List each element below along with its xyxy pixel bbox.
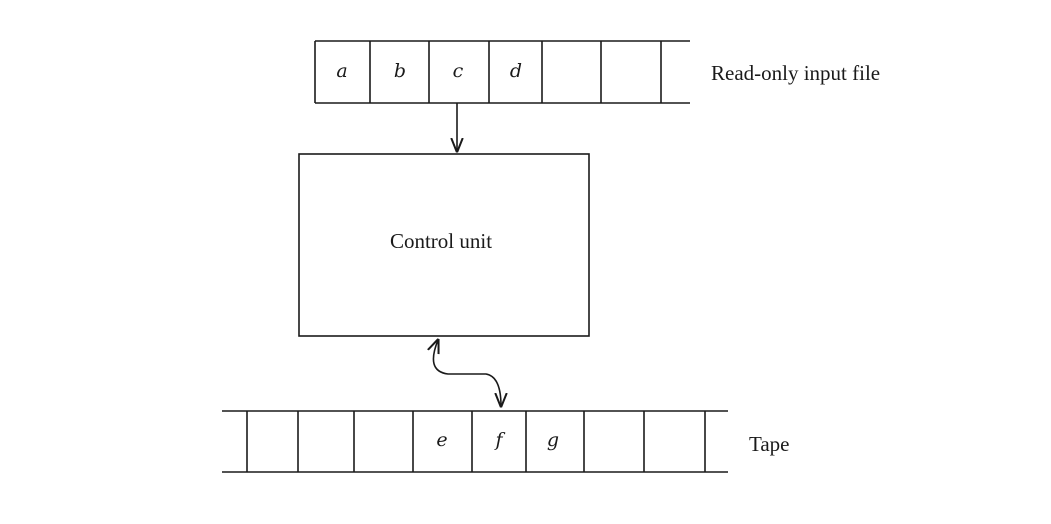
- control-unit-box: [298, 153, 590, 337]
- tape-cell-6: g: [547, 429, 559, 451]
- tape-cell-4: e: [436, 429, 447, 451]
- tape-head-arrow: [433, 340, 501, 406]
- input-cell-2: b: [394, 60, 406, 82]
- input-file: a b c d: [314, 40, 690, 104]
- tape-label: Tape: [749, 432, 790, 456]
- input-cell-4: d: [510, 60, 522, 82]
- input-cell-3: c: [453, 60, 464, 82]
- control-unit-label: Control unit: [390, 229, 492, 253]
- tape: e f g: [222, 410, 728, 473]
- input-file-label: Read-only input file: [711, 61, 880, 85]
- input-cell-1: a: [336, 60, 347, 82]
- tape-cell-5: f: [493, 429, 505, 451]
